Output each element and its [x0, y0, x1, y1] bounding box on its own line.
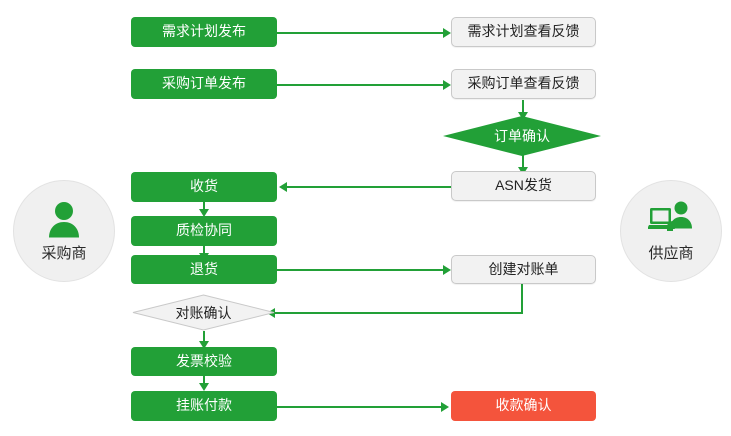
edge-n8-n9-line: [203, 246, 205, 256]
node-label: 采购订单查看反馈: [467, 75, 580, 92]
node-demand-plan-publish[interactable]: 需求计划发布: [131, 17, 277, 47]
node-label: ASN发货: [495, 177, 552, 194]
node-label: 收货: [190, 178, 218, 195]
actor-supplier[interactable]: 供应商: [620, 180, 722, 282]
node-label: 退货: [190, 260, 218, 277]
node-payment-receipt-confirm[interactable]: 收款确认: [451, 391, 596, 421]
person-icon: [49, 201, 79, 237]
node-return-goods[interactable]: 退货: [131, 255, 277, 284]
edge-n3-n4-line: [277, 84, 445, 86]
edge-n4-n5-line: [522, 100, 524, 115]
edge-n9-n10-line: [277, 269, 445, 271]
edge-n7-n8-arrowhead: [199, 209, 209, 217]
node-label: 订单确认: [494, 128, 550, 144]
diamond-shape: [132, 294, 275, 331]
edge-n13-n14-line: [277, 406, 443, 408]
node-label: 质检协同: [176, 222, 232, 239]
node-asn-shipment[interactable]: ASN发货: [451, 171, 596, 201]
actor-label: 采购商: [41, 244, 87, 262]
edge-n9-n10-arrowhead: [443, 265, 451, 275]
actor-buyer[interactable]: 采购商: [13, 180, 115, 282]
node-create-reconciliation[interactable]: 创建对账单: [451, 255, 596, 284]
edge-n11-n12-line: [203, 331, 205, 344]
edge-n12-n13-line: [203, 376, 205, 386]
node-label: 创建对账单: [488, 260, 559, 277]
edge-n12-n13-arrowhead: [199, 383, 209, 391]
edge-n6-n7-line: [287, 186, 451, 188]
edge-n3-n4-arrowhead: [443, 80, 451, 90]
edge-n4-n5-arrowhead: [518, 112, 528, 120]
node-label: 对账确认: [175, 304, 232, 321]
edge-n11-n12-arrowhead: [199, 341, 209, 349]
edge-n10-n11-horizontal: [275, 312, 523, 314]
person-at-computer-icon: [648, 201, 692, 231]
node-order-confirm[interactable]: 订单确认: [443, 116, 601, 156]
node-quality-inspection[interactable]: 质检协同: [131, 216, 277, 246]
node-demand-plan-review[interactable]: 需求计划查看反馈: [451, 17, 596, 47]
node-label: 需求计划查看反馈: [467, 23, 580, 40]
edge-n1-n2-line: [277, 32, 445, 34]
node-goods-receipt[interactable]: 收货: [131, 172, 277, 202]
actor-label: 供应商: [648, 244, 694, 262]
edge-n7-n8-line: [203, 202, 205, 212]
edge-n6-n7-arrowhead: [279, 182, 287, 192]
node-purchase-order-publish[interactable]: 采购订单发布: [131, 69, 277, 99]
node-label: 采购订单发布: [162, 75, 246, 92]
node-label: 发票校验: [176, 352, 232, 369]
node-purchase-order-review[interactable]: 采购订单查看反馈: [451, 69, 596, 99]
edge-n13-n14-arrowhead: [441, 402, 449, 412]
edge-n10-n11-vertical: [521, 283, 523, 313]
node-reconciliation-confirm[interactable]: 对账确认: [132, 294, 275, 331]
node-payment-posting[interactable]: 挂账付款: [131, 391, 277, 421]
node-label: 挂账付款: [176, 397, 232, 414]
node-label: 需求计划发布: [162, 23, 246, 40]
edge-n1-n2-arrowhead: [443, 28, 451, 38]
node-invoice-verification[interactable]: 发票校验: [131, 347, 277, 376]
node-label: 收款确认: [495, 397, 552, 414]
diamond-shape: [443, 116, 601, 156]
edge-n5-n6-line: [522, 154, 524, 170]
